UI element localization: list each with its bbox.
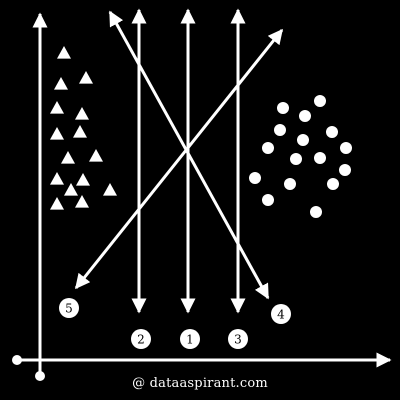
triangle-marker [50,197,64,210]
axes [12,12,392,381]
triangle-marker [75,107,89,120]
triangle-markers [50,46,117,210]
credit-text: @ dataaspirant.com [132,376,268,391]
label-2: 2 [137,333,145,347]
label-badge-4: 4 [271,304,291,324]
triangle-marker [50,101,64,114]
label-badge-1: 1 [180,329,200,349]
label-5: 5 [65,302,73,316]
circle-markers [249,95,352,218]
triangle-marker [64,183,78,196]
triangle-marker [76,173,90,186]
candidate-lines [74,8,284,314]
circle-marker [262,194,274,206]
label-4: 4 [277,308,285,322]
triangle-marker [50,172,64,185]
triangle-marker [50,127,64,140]
circle-marker [277,102,289,114]
triangle-marker [89,149,103,162]
circle-marker [299,110,311,122]
axis-origin-dot-bottom [35,371,45,381]
label-badge-5: 5 [59,298,79,318]
circle-marker [249,172,261,184]
circle-marker [284,178,296,190]
circle-marker [314,152,326,164]
triangle-marker [75,195,89,208]
line-5 [74,28,284,290]
label-badge-2: 2 [131,329,151,349]
triangle-marker [54,77,68,90]
triangle-marker [61,151,75,164]
circle-marker [262,142,274,154]
circle-marker [340,142,352,154]
circle-marker [290,153,302,165]
circle-marker [310,206,322,218]
axis-origin-dot-left [12,355,22,365]
triangle-marker [73,125,87,138]
triangle-marker [79,71,93,84]
label-badge-3: 3 [228,329,248,349]
triangle-marker [57,46,71,59]
circle-marker [326,126,338,138]
label-3: 3 [234,333,242,347]
circle-marker [314,95,326,107]
circle-marker [297,134,309,146]
circle-marker [274,124,286,136]
line-labels: 5 2 1 3 4 [59,298,291,349]
triangle-marker [103,183,117,196]
label-1: 1 [186,333,194,347]
circle-marker [339,164,351,176]
circle-marker [327,178,339,190]
